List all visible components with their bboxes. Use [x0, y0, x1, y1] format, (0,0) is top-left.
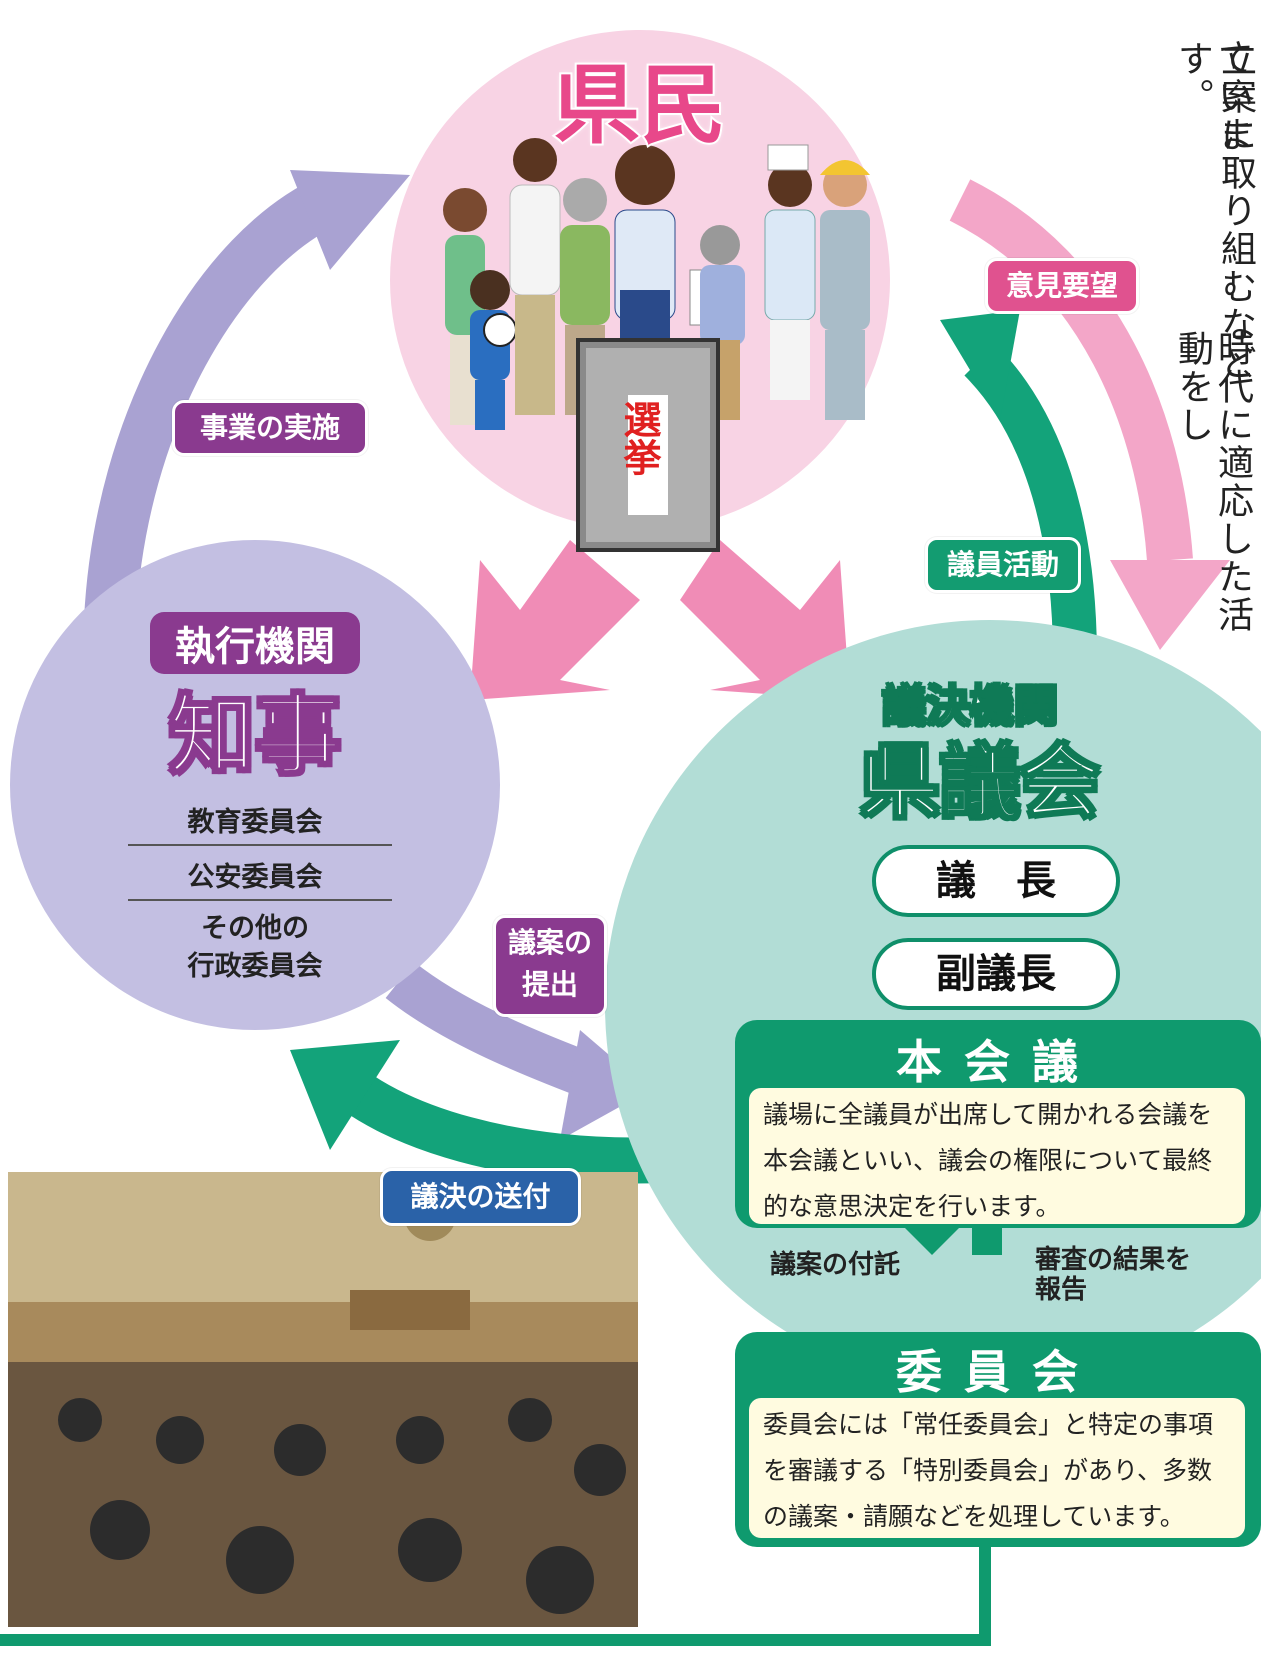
- side-text-col2: ています。: [1172, 40, 1253, 154]
- label-opinions: 意見要望: [985, 258, 1139, 314]
- executive-divider-1: [128, 844, 392, 846]
- ballot-box-label: 選挙: [617, 400, 661, 476]
- committee-description: 委員会には「常任委員会」と特定の事項を審議する「特別委員会」があり、多数の議案・…: [749, 1398, 1245, 1538]
- assembly-vice-chair: 副議長: [872, 938, 1120, 1010]
- executive-divider-2: [128, 899, 392, 901]
- assembly-title: 県議会: [859, 735, 1101, 830]
- arrow-implementation: [84, 176, 342, 622]
- assembly-hall-photo: [8, 1172, 638, 1627]
- label-member-activity: 議員活動: [925, 537, 1081, 593]
- committee-title: 委員会: [896, 1345, 1100, 1399]
- arrow-member-activity-head: [940, 310, 1020, 420]
- report-label: 審査の結果を 報告: [1035, 1245, 1192, 1305]
- arrow-resolution-sent-head: [290, 1040, 400, 1150]
- arrow-bill-submission: [385, 961, 609, 1102]
- assembly-subtitle: 議決機関: [881, 680, 1059, 733]
- arrow-opinions-head: [1110, 560, 1230, 650]
- assembly-chair: 議 長: [872, 845, 1120, 917]
- side-text-col3-visible: 時代に適応した活動をし: [1172, 330, 1253, 634]
- label-resolution-sent: 議決の送付: [380, 1168, 581, 1226]
- executive-committee-other: その他の 行政委員会: [187, 913, 323, 982]
- label-implementation: 事業の実施: [172, 400, 368, 456]
- citizens-title: 県民: [552, 54, 728, 158]
- committee-box: 委員会 委員会には「常任委員会」と特定の事項を審議する「特別委員会」があり、多数…: [735, 1332, 1261, 1547]
- arrow-implementation-head: [290, 170, 410, 270]
- executive-title: 知事: [168, 685, 342, 787]
- arrow-election-left: [470, 540, 640, 700]
- executive-committee-education: 教育委員会: [187, 807, 323, 838]
- plenary-description: 議場に全議員が出席して開かれる会議を本会議といい、議会の権限について最終的な意思…: [749, 1088, 1245, 1224]
- plenary-box: 本会議 議場に全議員が出席して開かれる会議を本会議といい、議会の権限について最終…: [735, 1020, 1261, 1228]
- executive-circle: [10, 540, 500, 1030]
- side-text-col1: 立案に取り組むなど: [1215, 40, 1256, 382]
- ballot-box: [576, 338, 720, 552]
- plenary-title: 本会議: [896, 1035, 1100, 1089]
- refer-label: 議案の付託: [770, 1250, 901, 1280]
- executive-subtitle: 執行機関: [150, 612, 360, 674]
- arrow-election-right: [680, 540, 850, 700]
- arrow-opinions: [949, 179, 1193, 562]
- executive-committee-public-safety: 公安委員会: [187, 862, 323, 893]
- arrow-bill-submission-head: [560, 1030, 650, 1140]
- label-bill-submission: 議案の 提出: [493, 915, 607, 1017]
